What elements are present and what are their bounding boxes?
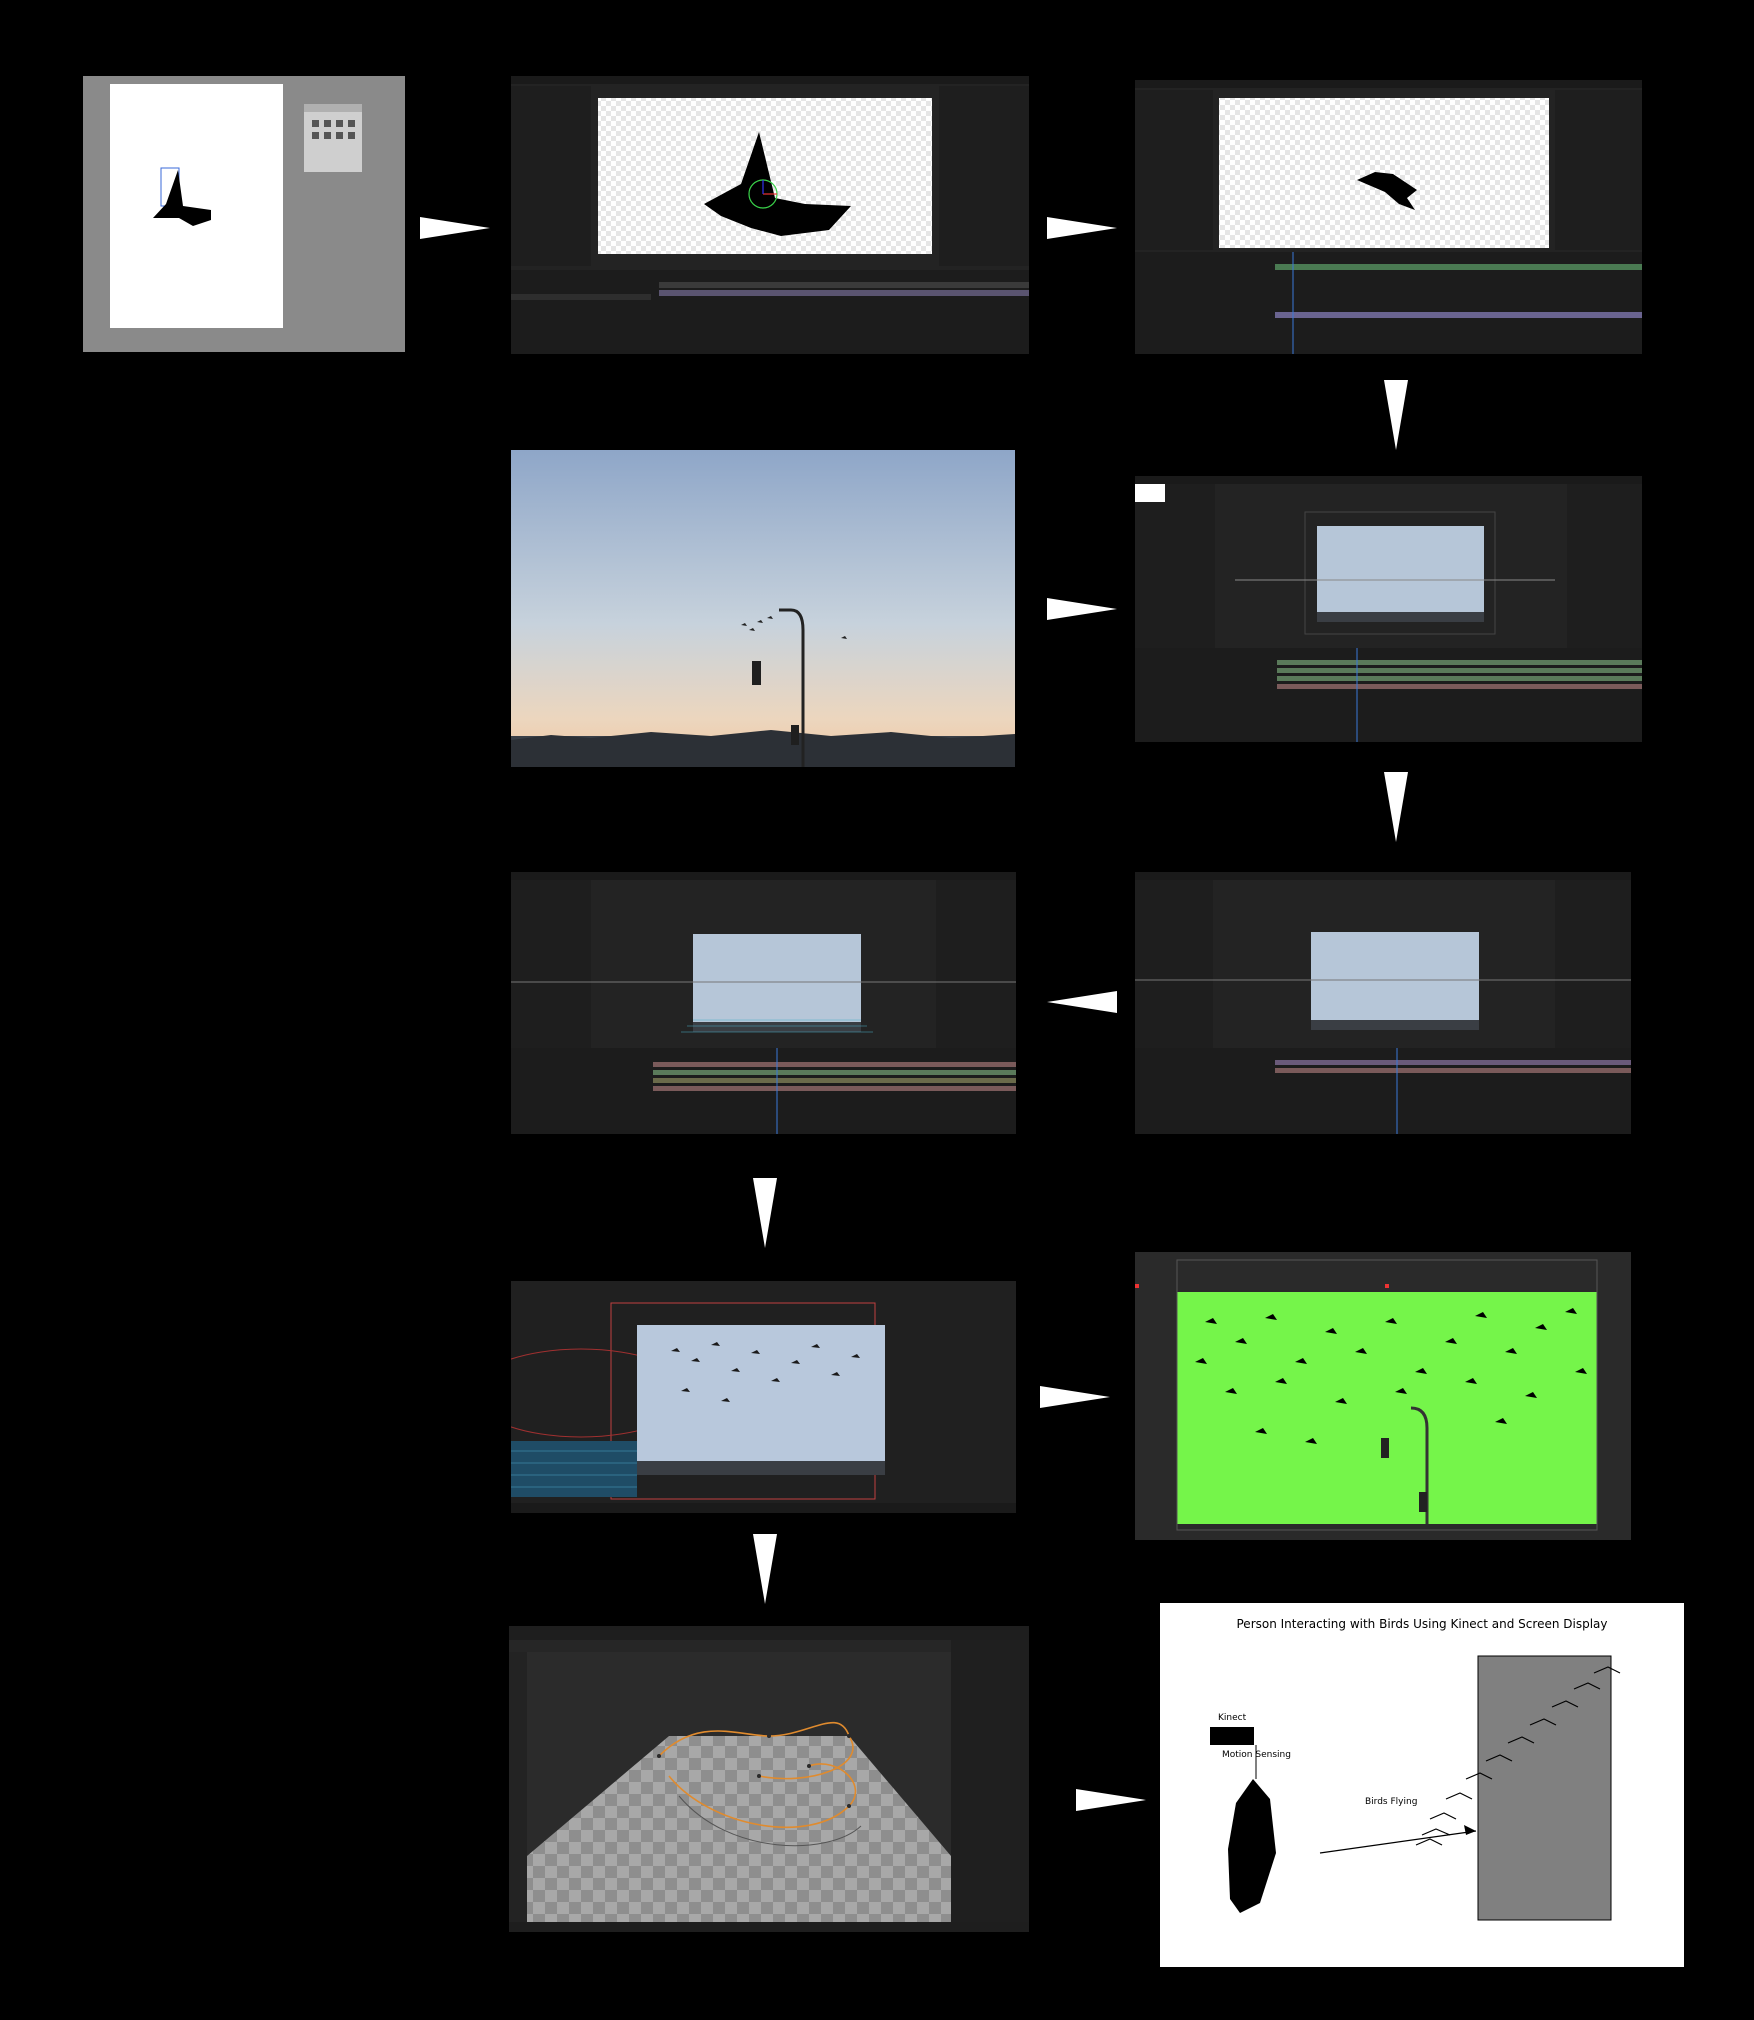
step-10-blender-flight-paths bbox=[509, 1626, 1029, 1932]
screen-display-rect bbox=[1477, 1655, 1612, 1921]
step-11-kinect-interaction-diagram: Person Interacting with Birds Using Kine… bbox=[1160, 1603, 1684, 1967]
arrow-down-icon bbox=[753, 1178, 777, 1248]
arrow-right-icon bbox=[420, 217, 490, 239]
person-silhouette bbox=[1228, 1779, 1276, 1913]
arrow-down-icon bbox=[1384, 772, 1408, 842]
bird-flight-path bbox=[1415, 1666, 1621, 1846]
arrow-right-icon bbox=[1040, 1386, 1110, 1408]
birds-flying-line bbox=[1319, 1830, 1477, 1854]
arrow-right-icon bbox=[1047, 598, 1117, 620]
birds-flying-label: Birds Flying bbox=[1365, 1797, 1418, 1807]
kinect-sensor-rect bbox=[1210, 1727, 1254, 1745]
arrow-right-icon bbox=[1076, 1789, 1146, 1811]
kinect-label: Kinect bbox=[1218, 1713, 1247, 1723]
arrow-left-icon bbox=[1047, 991, 1117, 1013]
ae-composite-screenshot bbox=[1135, 476, 1642, 742]
green-screen-render bbox=[1135, 1259, 1598, 1531]
final-diagram-title: Person Interacting with Birds Using Kine… bbox=[1236, 1617, 1608, 1631]
sky-photo bbox=[511, 450, 1015, 767]
kinect-diagram-drawing bbox=[1210, 1655, 1621, 1921]
step-5-after-effects-composite bbox=[1135, 476, 1642, 742]
motion-sensing-label: Motion Sensing bbox=[1222, 1750, 1291, 1760]
step-4-sky-background-photo bbox=[511, 450, 1015, 767]
ae-bird-rig-screenshot bbox=[511, 76, 1029, 354]
ae-flock-screenshot bbox=[1135, 872, 1631, 1134]
ae-camera-view-screenshot bbox=[511, 1281, 1016, 1513]
step-1-bird-silhouette-artboard bbox=[83, 76, 405, 352]
artboard-illustration bbox=[110, 84, 362, 328]
blender-screenshot bbox=[509, 1626, 1029, 1932]
step-3-after-effects-flap-animation bbox=[1135, 80, 1642, 354]
ae-3d-grid-screenshot bbox=[511, 872, 1016, 1134]
step-6-after-effects-flock bbox=[1135, 872, 1631, 1134]
step-9-green-screen-flock-render bbox=[1135, 1252, 1631, 1540]
arrow-down-icon bbox=[1384, 380, 1408, 450]
step-8-after-effects-camera-view bbox=[511, 1281, 1016, 1513]
step-2-after-effects-bird-rig bbox=[511, 76, 1029, 354]
ae-flap-animation-screenshot bbox=[1135, 80, 1642, 354]
arrow-down-icon bbox=[753, 1534, 777, 1604]
arrow-right-icon bbox=[1047, 217, 1117, 239]
step-7-after-effects-3d-grid bbox=[511, 872, 1016, 1134]
